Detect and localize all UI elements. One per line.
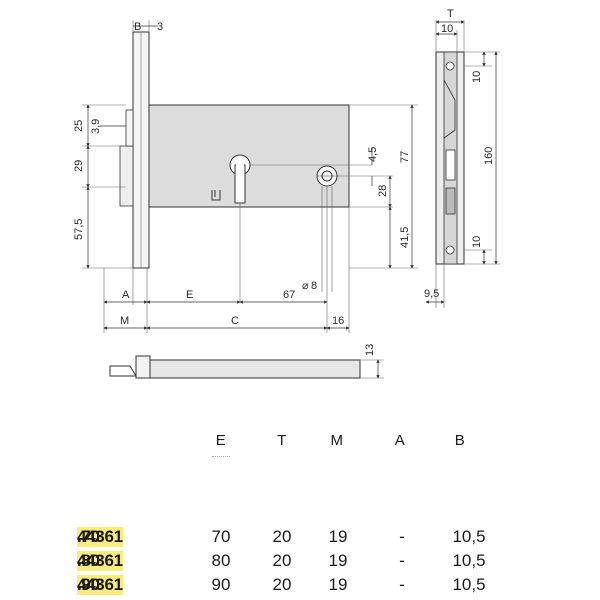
dim-77: 77 [399, 151, 411, 163]
cell-A: - [399, 575, 405, 594]
faceplate-side-view [435, 51, 465, 265]
dim-B: B [134, 21, 141, 33]
latch-symbol-icon [211, 190, 221, 201]
cell-T: 20 [272, 527, 292, 546]
cell-M: 19 [328, 551, 348, 570]
dim-10-lower: 10 [471, 236, 483, 248]
dim-E: E [186, 289, 193, 301]
dim-3-9: 3,9 [90, 119, 102, 134]
dim-8-value: 8 [311, 280, 317, 292]
dim-A: A [122, 289, 130, 301]
cell-E: 90 [211, 575, 231, 594]
cell-B: 10,5 [452, 575, 486, 594]
cell-E: 70 [211, 527, 231, 546]
dim-41-5: 41,5 [399, 227, 411, 248]
cell-A: - [399, 527, 405, 546]
table-row: 1.44361.70 70 20 19 - 10,5 [0, 527, 600, 549]
col-header-E: E [215, 432, 227, 449]
dim-13: 13 [364, 344, 376, 356]
dim-10-upper: 10 [471, 71, 483, 83]
dim-M: M [120, 315, 129, 327]
col-header-B: B [454, 432, 466, 449]
col-header-M: M [330, 432, 344, 449]
cell-E: 80 [211, 551, 231, 570]
bolt [119, 145, 134, 207]
table-row: 1.44361.90 90 20 19 - 10,5 [0, 575, 600, 597]
cell-A: - [399, 551, 405, 570]
lock-technical-drawing: B 3 T 10 25 3,9 29 57,5 4,5 28 77 41,5 1… [73, 8, 500, 379]
dim-160: 160 [483, 147, 495, 165]
cell-T: 20 [272, 551, 292, 570]
cell-M: 19 [328, 527, 348, 546]
lock-case [148, 104, 350, 208]
dim-3: 3 [157, 21, 163, 33]
dim-T: T [447, 8, 454, 20]
dim-29: 29 [73, 160, 85, 172]
follower-spindle [316, 165, 338, 187]
cell-B: 10,5 [452, 551, 486, 570]
dim-C: C [231, 315, 239, 327]
cell-M: 19 [328, 575, 348, 594]
bolt-bar-view [109, 355, 361, 379]
cell-T: 20 [272, 575, 292, 594]
col-header-A: A [394, 432, 406, 449]
dim-16: 16 [332, 315, 344, 327]
dim-57-5: 57,5 [73, 219, 85, 240]
table-row: 1.44361.80 80 20 19 - 10,5 [0, 551, 600, 573]
dim-25: 25 [73, 120, 85, 132]
col-header-T: T [277, 432, 287, 449]
dim-4-5: 4,5 [367, 147, 379, 162]
dim-28: 28 [377, 185, 389, 197]
dim-8: ⌀ [302, 280, 309, 292]
cell-B: 10,5 [452, 527, 486, 546]
dim-9-5: 9,5 [424, 288, 439, 300]
dim-10-top: 10 [441, 23, 453, 35]
dim-67: 67 [283, 289, 295, 301]
